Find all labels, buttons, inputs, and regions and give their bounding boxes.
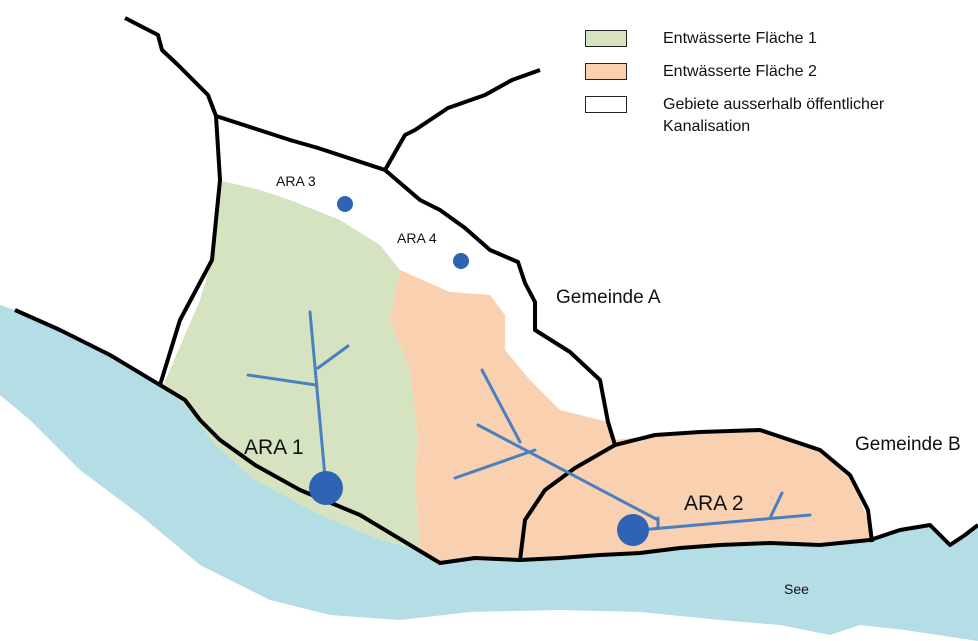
label-gemeinde-b: Gemeinde B bbox=[855, 434, 961, 455]
label-ara-2: ARA 2 bbox=[684, 492, 744, 515]
legend-swatch-area-1 bbox=[585, 30, 627, 47]
label-ara-1: ARA 1 bbox=[244, 436, 304, 459]
legend-label-unconnected: Gebiete ausserhalb öffentlicher Kanalisa… bbox=[663, 96, 885, 135]
label-gemeinde-a: Gemeinde A bbox=[556, 287, 661, 308]
area-entwaessert-1 bbox=[162, 180, 420, 550]
ara-1-plant bbox=[309, 471, 343, 505]
northwest-border bbox=[124, 16, 218, 117]
gemeinde-a-west-boundary bbox=[158, 115, 222, 386]
gemeinde-b-boundary bbox=[518, 428, 874, 561]
area-entwaessert-2 bbox=[390, 270, 872, 565]
legend-item-area-2: Entwässerte Fläche 2 bbox=[585, 61, 953, 83]
legend-item-area-1: Entwässerte Fläche 1 bbox=[585, 28, 953, 50]
legend-item-unconnected: Gebiete ausserhalb öffentlicher Kanalisa… bbox=[585, 94, 953, 138]
ara-2-plant bbox=[617, 514, 649, 546]
lake-see bbox=[0, 305, 978, 641]
label-see: See bbox=[784, 581, 809, 597]
legend-label-area-1: Entwässerte Fläche 1 bbox=[663, 30, 817, 47]
legend-label-area-2: Entwässerte Fläche 2 bbox=[663, 63, 817, 80]
gemeinde-a-boundary bbox=[215, 114, 617, 446]
legend-swatch-area-2 bbox=[585, 63, 627, 80]
sewer-network-2 bbox=[453, 368, 812, 532]
legend-swatch-unconnected bbox=[585, 96, 627, 113]
label-ara-3: ARA 3 bbox=[276, 173, 316, 189]
label-ara-4: ARA 4 bbox=[397, 230, 437, 246]
ara-4-plant bbox=[453, 253, 469, 269]
ara-3-plant bbox=[337, 196, 353, 212]
north-border bbox=[383, 68, 541, 171]
sewer-network-1 bbox=[246, 310, 350, 490]
